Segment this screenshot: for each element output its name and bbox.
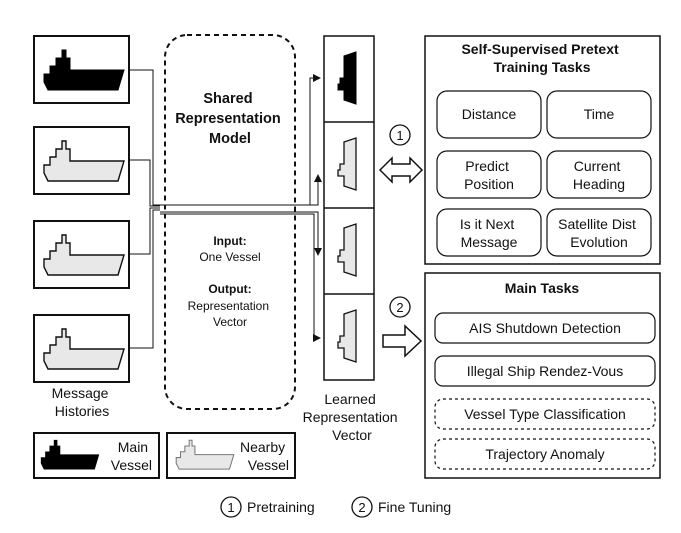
pretext-task: Current Heading — [546, 150, 652, 199]
legend-nearby-vessel: Nearby Vessel — [166, 432, 296, 479]
main-task: Vessel Type Classification — [434, 398, 656, 430]
svg-text:1: 1 — [396, 128, 403, 143]
pretext-tasks-panel: Self-Supervised Pretext Training Tasks D… — [424, 35, 661, 265]
svg-text:2: 2 — [358, 500, 365, 515]
svg-text:Illegal Ship Rendez-Vous: Illegal Ship Rendez-Vous — [467, 363, 623, 379]
svg-text:Predict Position: Predict Position — [464, 158, 514, 192]
pretext-panel-title: Self-Supervised Pretext Training Tasks — [461, 41, 622, 75]
vessel-box-nearby-1 — [33, 126, 130, 195]
double-arrow-icon — [378, 156, 424, 184]
svg-text:Nearby Vessel: Nearby Vessel — [240, 439, 289, 473]
learned-vector-label: Learned Representation Vector — [303, 391, 402, 443]
svg-text:AIS Shutdown Detection: AIS Shutdown Detection — [469, 320, 621, 336]
main-task: Trajectory Anomaly — [434, 438, 656, 470]
input-value: One Vessel — [199, 250, 260, 264]
pretraining-label: Pretraining — [247, 499, 315, 515]
svg-text:Vessel Type Classification: Vessel Type Classification — [464, 406, 626, 422]
pretext-task: Predict Position — [436, 150, 542, 199]
finetuning-label: Fine Tuning — [378, 499, 451, 515]
svg-text:Is it Next Message: Is it Next Message — [460, 216, 518, 250]
vessel-box-main — [33, 35, 130, 104]
output-value: Representation Vector — [188, 299, 273, 329]
legend-main-vessel: Main Vessel — [33, 432, 160, 479]
main-task: AIS Shutdown Detection — [434, 312, 656, 344]
main-panel-title: Main Tasks — [505, 280, 580, 296]
svg-text:2: 2 — [396, 300, 403, 315]
shared-model-title: Shared Representation Model — [175, 91, 285, 147]
svg-text:1: 1 — [227, 500, 234, 515]
pretext-task: Satellite Dist Evolution — [546, 208, 652, 257]
learned-vectors-column — [323, 35, 375, 381]
svg-text:Main Vessel: Main Vessel — [111, 439, 152, 473]
svg-text:Trajectory Anomaly: Trajectory Anomaly — [485, 446, 604, 462]
pretraining-marker: 1 — [389, 124, 411, 146]
main-tasks-panel: Main Tasks AIS Shutdown Detection Illega… — [424, 272, 661, 479]
finetuning-marker: 2 — [389, 296, 411, 318]
svg-text:Distance: Distance — [462, 106, 517, 122]
svg-text:Satellite Dist Evoluti: Satellite Dist Evolution — [558, 216, 640, 250]
right-arrow-icon — [382, 324, 423, 358]
pretext-task: Is it Next Message — [436, 208, 542, 257]
pretext-task: Time — [546, 90, 652, 139]
main-task: Illegal Ship Rendez-Vous — [434, 355, 656, 387]
svg-text:Current Heading: Current Heading — [573, 158, 625, 192]
message-histories-label: Message Histories — [52, 385, 113, 419]
vessel-box-nearby-2 — [33, 220, 130, 289]
vessel-box-nearby-3 — [33, 314, 130, 383]
pretext-task: Distance — [436, 90, 542, 139]
output-label: Output: — [208, 282, 251, 296]
footer-legend: 1 Pretraining 2 Fine Tuning — [220, 496, 451, 518]
routing-lines — [129, 69, 322, 349]
input-label: Input: — [213, 234, 246, 248]
svg-text:Time: Time — [584, 106, 615, 122]
